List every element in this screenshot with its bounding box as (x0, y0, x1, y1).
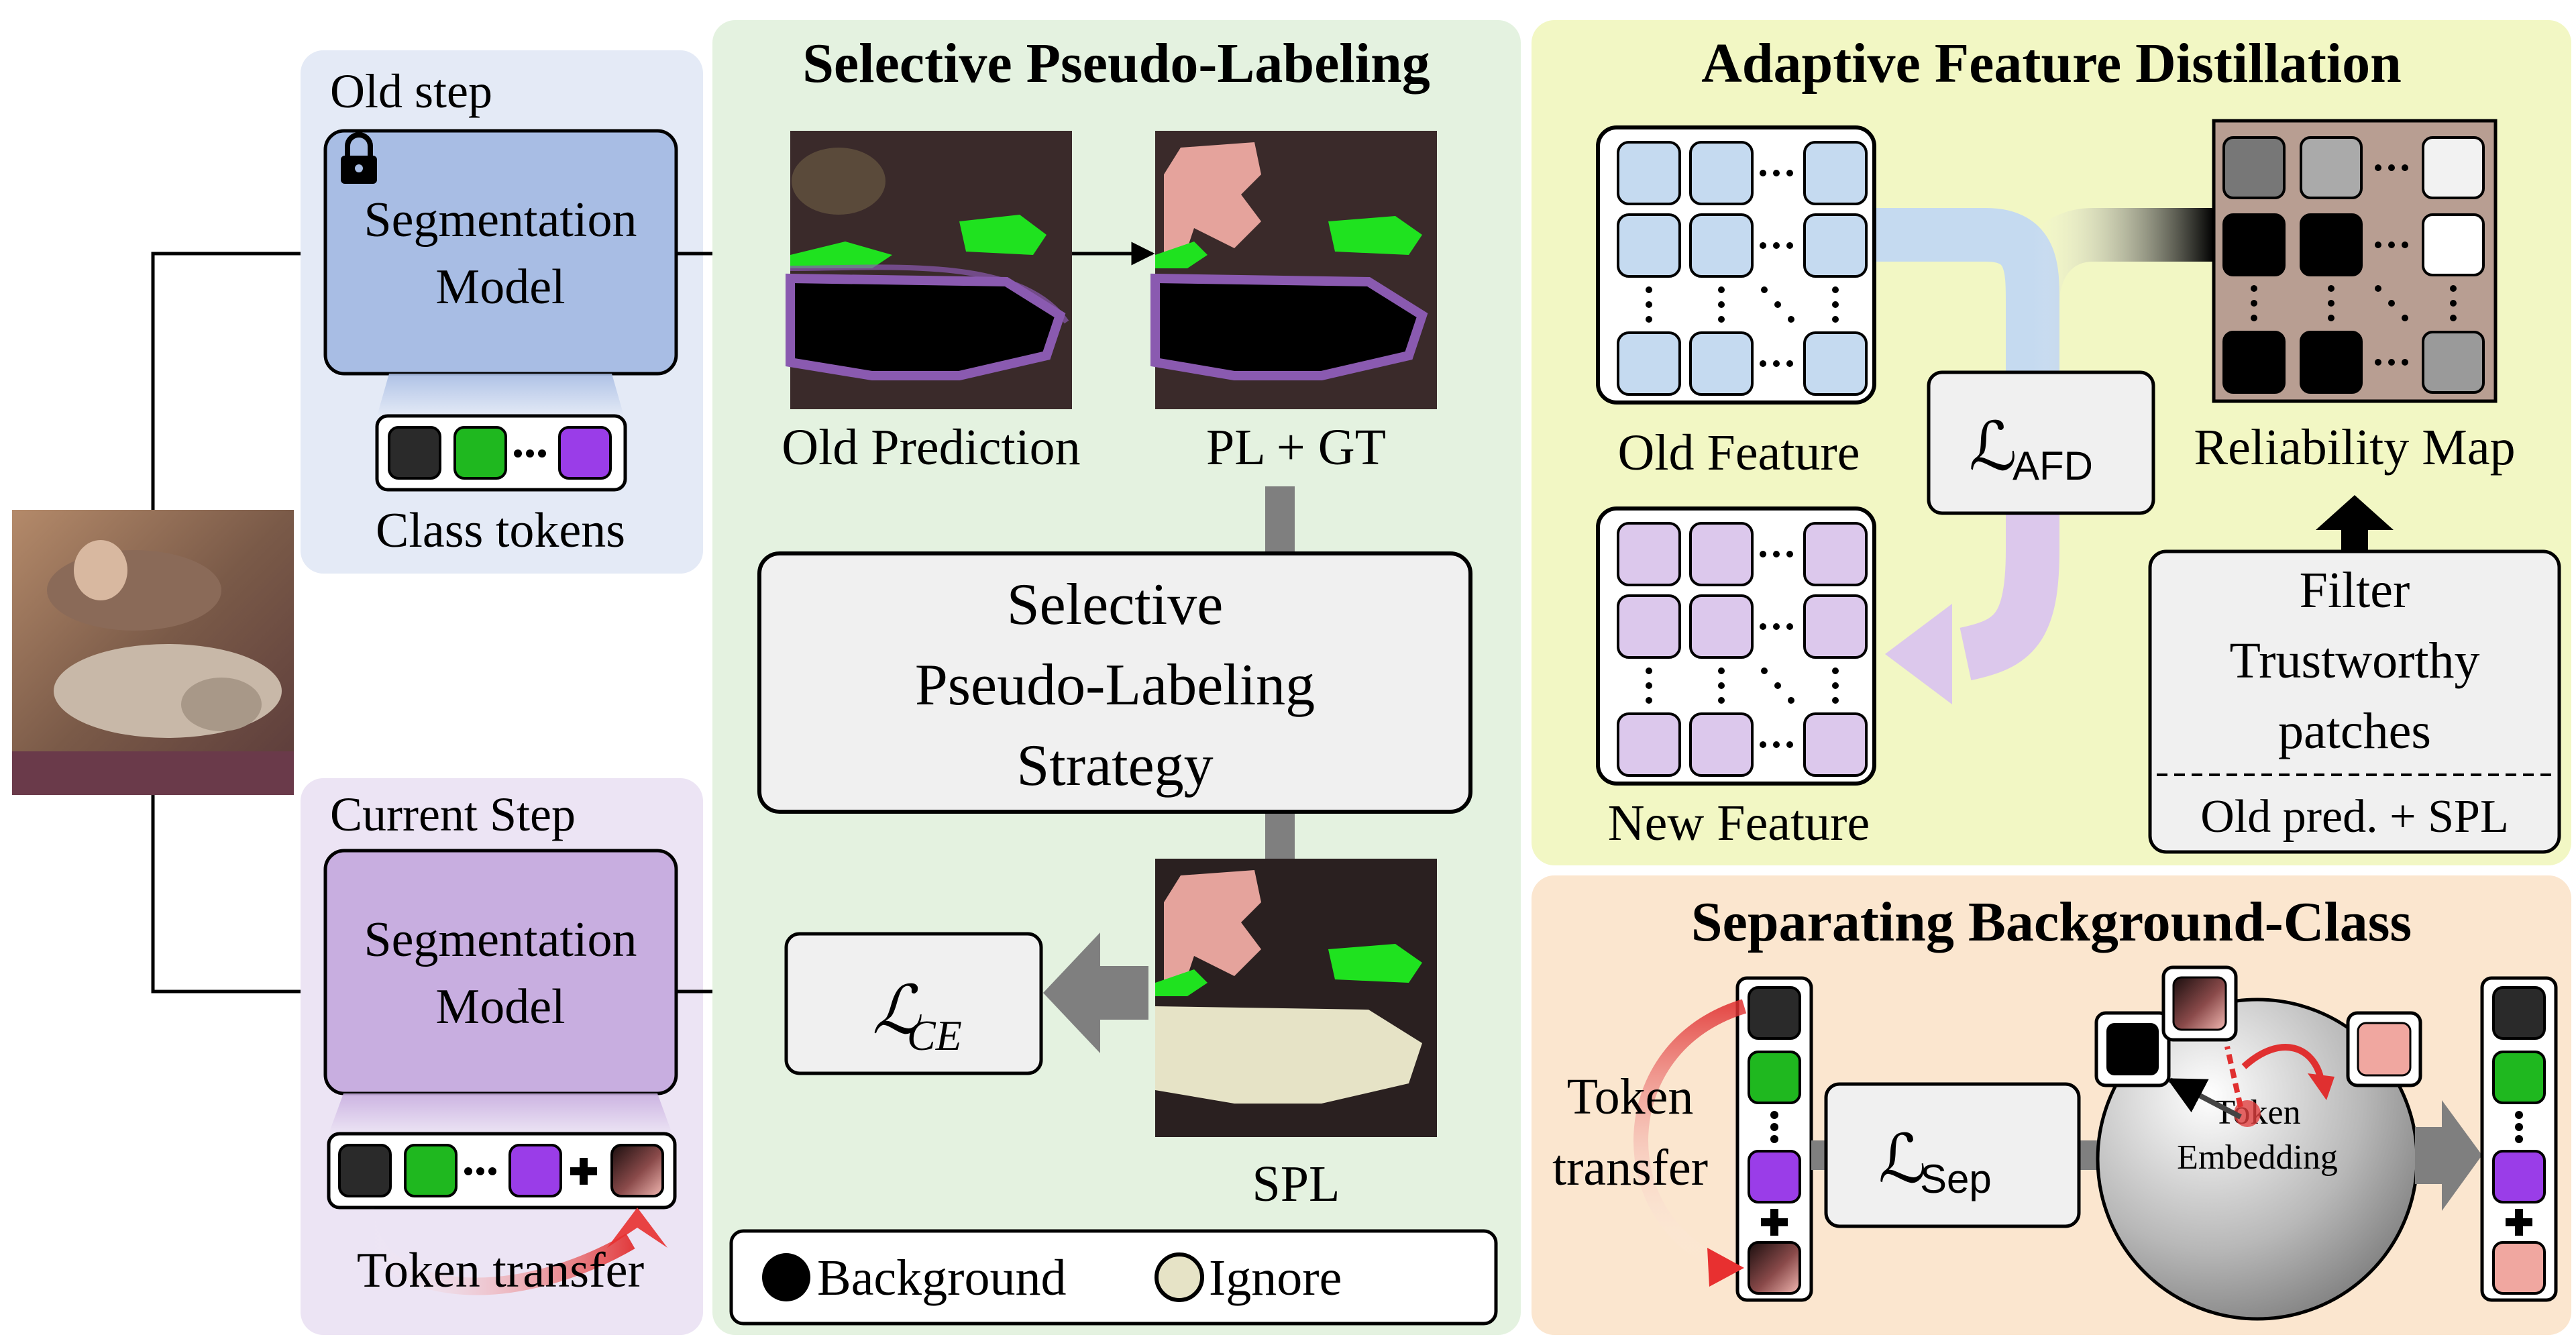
spl-panel: Selective Pseudo-Labeling Old Prediction… (712, 20, 1521, 1335)
spl-label: SPL (1252, 1156, 1340, 1212)
new-feature-label: New Feature (1608, 795, 1870, 851)
spl-title: Selective Pseudo-Labeling (802, 32, 1430, 95)
pl-gt-label: PL + GT (1206, 419, 1386, 476)
reliability-flow (2006, 208, 2214, 376)
background-token (1748, 986, 1801, 1040)
filter-line3: patches (2278, 703, 2431, 759)
purple-class-token (558, 426, 612, 480)
purple-class-token (1748, 1150, 1801, 1203)
loss-ce-box (784, 932, 1043, 1075)
plus-icon (1761, 1209, 1788, 1236)
pink-class-token (2492, 1241, 2546, 1295)
old-step-title: Old step (330, 64, 492, 118)
strategy-line1: Selective (1007, 572, 1224, 637)
spl-legend (729, 1229, 1498, 1326)
old-class-tokens (375, 414, 627, 492)
background-legend-marker (762, 1253, 810, 1301)
loss-afd-box (1927, 370, 2155, 515)
loss-afd-symbol: ℒ (1969, 410, 2017, 484)
sphere-output-arrow (2415, 1100, 2482, 1211)
strategy-to-spl-connector (1265, 812, 1295, 859)
filter-line1: Filter (2300, 562, 2410, 619)
filter-to-reliability-arrow (2316, 495, 2394, 551)
green-class-token (1748, 1051, 1801, 1104)
old-step-panel: Old step Segmentation Model Class tokens (301, 50, 703, 574)
plus-icon (570, 1158, 597, 1185)
sep-token-transfer-line1: Token (1567, 1069, 1694, 1125)
loss-ce-subscript: CE (907, 1012, 962, 1059)
current-model-label-line2: Model (435, 979, 565, 1034)
old-model-label-line2: Model (435, 260, 565, 315)
reliability-map-label: Reliability Map (2194, 419, 2515, 476)
new-feature-flow (1960, 389, 2059, 681)
afd-title: Adaptive Feature Distillation (1701, 32, 2402, 95)
filter-bottom-label: Old pred. + SPL (2200, 791, 2508, 843)
current-step-title: Current Step (330, 788, 576, 841)
current-segmentation-model-box (323, 849, 678, 1095)
spl-to-loss-arrow (1043, 932, 1148, 1053)
background-token (2492, 986, 2546, 1040)
pl-gt-image (1150, 131, 1437, 409)
class-tokens-label: Class tokens (376, 503, 625, 558)
loss-sep-subscript: Sep (1920, 1157, 1992, 1201)
plgt-to-strategy-connector (1265, 486, 1295, 553)
strategy-line3: Strategy (1016, 733, 1213, 798)
sphere-pink-token (2346, 1011, 2422, 1087)
transferred-token (610, 1144, 664, 1197)
current-step-panel: Current Step Segmentation Model Token tr… (301, 778, 703, 1335)
plus-icon (2506, 1209, 2532, 1236)
purple-class-token (2492, 1150, 2546, 1203)
afd-panel: Adaptive Feature Distillation (1532, 20, 2571, 865)
sphere-background-token (2094, 1011, 2171, 1087)
old-feature-label: Old Feature (1618, 425, 1860, 481)
current-class-tokens (327, 1132, 677, 1210)
old-prediction-label: Old Prediction (782, 419, 1080, 476)
transferred-token (1748, 1241, 1801, 1295)
spl-strategy-box (757, 551, 1472, 814)
old-prediction-image (786, 131, 1072, 409)
loss-afd-subscript: AFD (2012, 443, 2093, 488)
filter-box (2148, 549, 2561, 854)
purple-class-token (508, 1144, 562, 1197)
left-token-column (1735, 976, 1813, 1302)
input-image (12, 510, 294, 795)
token-transfer-arrow (357, 1207, 635, 1295)
sep-token-transfer-line2: transfer (1552, 1140, 1708, 1196)
old-segmentation-model-box (323, 129, 678, 376)
old-model-label-line1: Segmentation (364, 193, 637, 248)
green-class-token (453, 426, 507, 480)
reliability-map (2212, 119, 2498, 403)
sphere-transferred-token (2161, 965, 2238, 1042)
legend-background: Background (817, 1250, 1066, 1306)
green-class-token (2492, 1051, 2546, 1104)
sep-title: Separating Background-Class (1691, 891, 2412, 953)
filter-line2: Trustworthy (2229, 633, 2479, 689)
legend-ignore: Ignore (1209, 1250, 1342, 1306)
loss-sep-box (1824, 1082, 2081, 1228)
right-token-column (2480, 976, 2558, 1302)
old-feature-grid (1596, 125, 1876, 405)
ignore-legend-marker (1155, 1252, 1204, 1302)
loss-sep-symbol: ℒ (1878, 1122, 1927, 1197)
input-flow-lines (151, 242, 325, 1004)
green-class-token (404, 1144, 458, 1197)
background-token (338, 1144, 392, 1197)
new-feature-grid (1596, 506, 1876, 786)
lock-icon (341, 132, 377, 184)
current-model-label-line1: Segmentation (364, 912, 637, 967)
background-token (388, 426, 441, 480)
spl-image (1155, 859, 1437, 1137)
token-transfer-label: Token transfer (357, 1243, 644, 1298)
strategy-line2: Pseudo-Labeling (915, 653, 1315, 718)
sep-panel: Separating Background-Class Token transf… (1532, 875, 2571, 1335)
sep-token-transfer-arrow (1633, 999, 1747, 1272)
embedding-line2: Embedding (2177, 1138, 2338, 1177)
loss-ce-symbol: ℒ (872, 973, 922, 1048)
